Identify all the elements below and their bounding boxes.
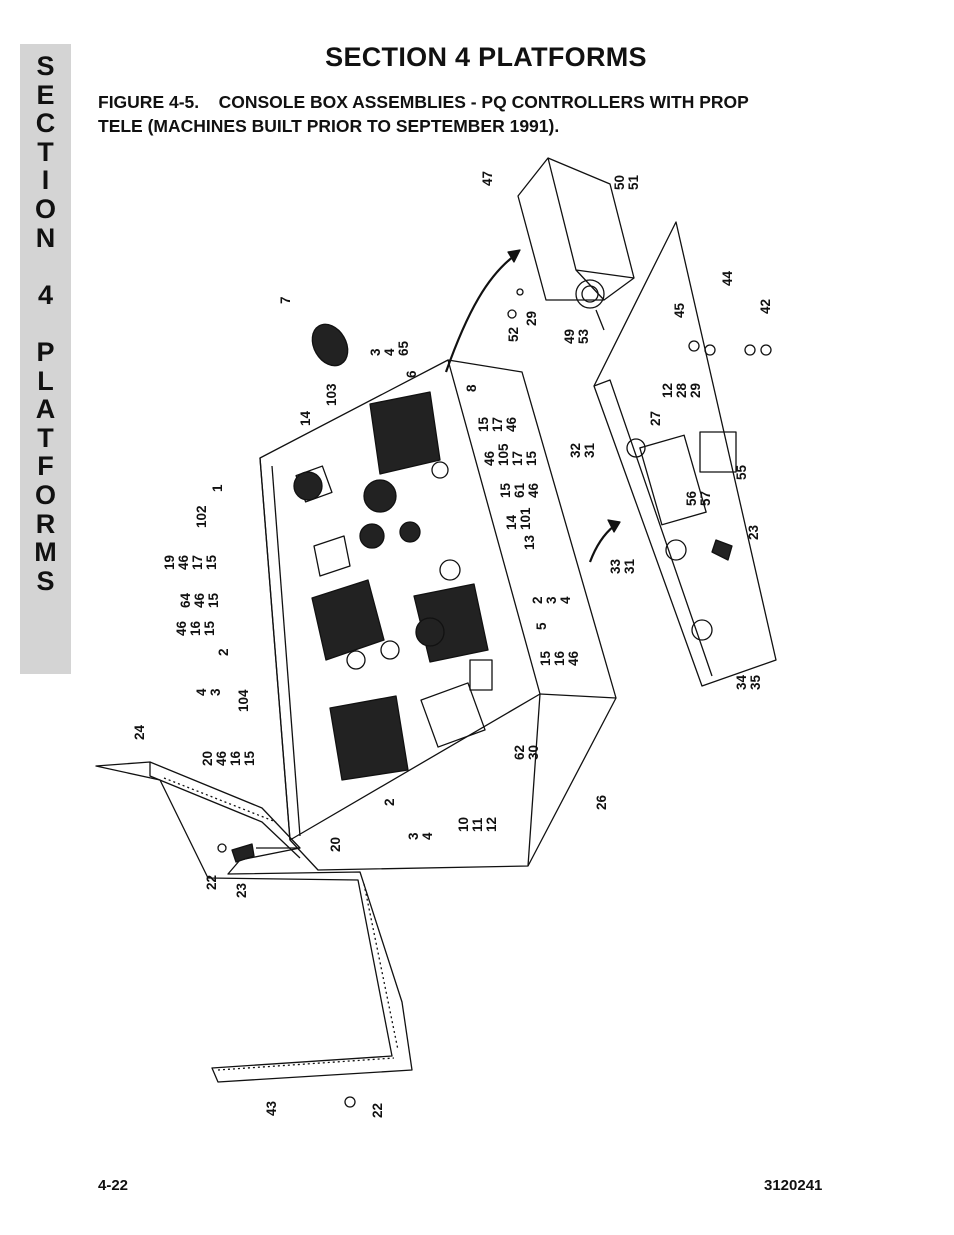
callout-c5: 5 <box>534 622 549 630</box>
console-box <box>259 323 617 871</box>
page-title: SECTION 4 PLATFORMS <box>325 42 647 72</box>
arrow-head-right <box>607 519 621 533</box>
latch-icon <box>231 843 255 863</box>
callout-c43: 43 <box>264 1100 279 1116</box>
callout-c45: 45 <box>672 302 687 318</box>
electrical-box <box>507 157 635 331</box>
section-tab-letter: P <box>36 336 55 367</box>
section-tab-letter: I <box>41 165 50 196</box>
console-base-panel <box>593 221 777 687</box>
section-tab-letter: S <box>36 51 55 81</box>
figure-caption-line1: FIGURE 4-5. CONSOLE BOX ASSEMBLIES - PQ … <box>98 92 749 112</box>
assembly-arrow-up <box>444 255 515 373</box>
callout-c2b: 2 <box>382 798 397 806</box>
section-tab-letter: E <box>36 79 55 110</box>
callout-c55: 55 <box>734 464 749 480</box>
section-tab-letter: C <box>35 108 56 139</box>
callout-c52: 52 <box>506 327 521 342</box>
section-tab-letter: N <box>35 222 56 253</box>
section-tab-letter: L <box>37 365 54 396</box>
callout-c32-31: 3231 <box>568 442 597 458</box>
callout-c29a: 29 <box>524 311 539 326</box>
callout-c27: 27 <box>648 411 663 426</box>
callout-c2-3-4: 234 <box>530 596 573 604</box>
callout-c22b: 22 <box>370 1103 385 1118</box>
section-tab-letter: A <box>35 394 56 425</box>
section-tab-letter: R <box>35 508 56 539</box>
callout-c15-61-46: 156146 <box>498 482 541 498</box>
callout-c7: 7 <box>278 296 293 304</box>
callout-c22a: 22 <box>204 875 219 890</box>
callout-c46-16-15: 461615 <box>174 620 217 636</box>
callout-c34-35: 3435 <box>734 674 763 690</box>
callout-c42: 42 <box>758 299 773 314</box>
callout-c20b: 20 <box>328 837 343 852</box>
figure-caption-line2: TELE (MACHINES BUILT PRIOR TO SEPTEMBER … <box>98 116 560 136</box>
callout-c6: 6 <box>404 370 419 378</box>
callout-c33-31: 3331 <box>608 558 637 574</box>
callout-c15-17-46: 151746 <box>476 416 519 432</box>
callout-c26: 26 <box>594 794 609 810</box>
callout-c23a: 23 <box>746 524 761 540</box>
section-tab-letter: F <box>37 451 54 482</box>
callout-c23b: 23 <box>234 882 249 898</box>
callout-c19-46-17-15: 19461715 <box>162 554 219 570</box>
callout-c8: 8 <box>464 384 479 392</box>
console-lid-frame <box>95 761 413 1083</box>
callout-c4-3: 43 <box>194 688 223 696</box>
callout-c2a: 2 <box>216 648 231 656</box>
screw-icon <box>217 843 227 853</box>
section-tab-letter: O <box>34 193 56 224</box>
section-tab-letter: M <box>34 537 57 568</box>
callout-c1: 1 <box>210 484 225 492</box>
callout-c14a: 14 <box>298 410 313 426</box>
callout-c24: 24 <box>132 724 147 740</box>
callout-c12-28-29: 122829 <box>660 382 703 398</box>
callout-c49-53: 4953 <box>562 328 591 344</box>
callout-c104: 104 <box>236 689 251 712</box>
callout-c46-105-17-15: 461051715 <box>482 443 539 466</box>
callout-c10-11-12: 101112 <box>456 817 499 832</box>
callout-c20-46-16-15: 20461615 <box>200 750 257 766</box>
callout-c47: 47 <box>480 171 495 186</box>
assembly-arrow-right <box>588 525 615 563</box>
section-tab-letter: T <box>37 136 54 167</box>
callout-c62-30: 6230 <box>512 745 541 760</box>
callout-c14-101: 14101 <box>504 507 533 530</box>
callout-c102: 102 <box>194 505 209 528</box>
callout-c64-46-15: 644615 <box>178 592 221 608</box>
callout-c3-4-65: 3465 <box>368 340 411 356</box>
section-tab-letter: 4 <box>37 279 54 310</box>
section-tab-letter: O <box>34 479 56 510</box>
arrow-head-up <box>507 249 521 263</box>
section-tab-letter: S <box>36 565 55 596</box>
callout-c56-57: 5657 <box>684 490 713 506</box>
callout-c44: 44 <box>720 270 735 286</box>
callout-c50-51: 5051 <box>612 174 641 190</box>
screw-icon <box>344 1096 356 1108</box>
section-tab-letter: T <box>37 422 54 453</box>
callout-c15-16-46: 151646 <box>538 650 581 666</box>
callout-c3-4: 34 <box>406 832 435 840</box>
figure-caption: FIGURE 4-5. CONSOLE BOX ASSEMBLIES - PQ … <box>98 90 818 138</box>
document-number: 3120241 <box>764 1177 823 1194</box>
page-number: 4-22 <box>98 1177 129 1194</box>
callout-c103: 103 <box>324 383 339 406</box>
callout-c13: 13 <box>522 534 537 550</box>
